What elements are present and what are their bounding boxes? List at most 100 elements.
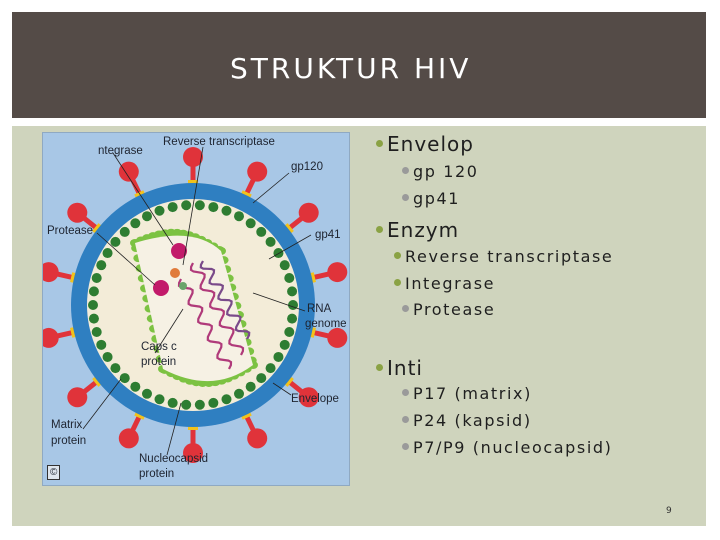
bullet-gp41: gp41: [402, 189, 460, 208]
label-nucleocapsid-line1: Nucleocapsid: [139, 453, 209, 465]
matrix-protein-dot: [221, 394, 232, 405]
bullet-p7-p9-label: P7/P9 (nucleocapsid): [413, 438, 613, 457]
matrix-protein-dot: [119, 373, 130, 384]
bullet-p17-label: P17 (matrix): [413, 384, 532, 403]
label-gp41: gp41: [315, 229, 341, 241]
label-rna-genome-line1: RNA: [307, 303, 332, 315]
bullet-p24: P24 (kapsid): [402, 411, 532, 430]
label-gp120: gp120: [291, 161, 323, 173]
bullet-envelop: Envelop: [376, 132, 474, 156]
gp120-knob: [247, 161, 268, 182]
integrase-molecule: [171, 243, 187, 259]
matrix-protein-dot: [288, 300, 298, 310]
matrix-protein-dot: [194, 399, 205, 410]
matrix-protein-dot: [91, 273, 102, 284]
capsid-core: [135, 235, 253, 382]
matrix-protein-dot: [110, 236, 121, 247]
copyright-mark: ©: [47, 465, 61, 480]
bullet-enzym-label: Enzym: [387, 218, 460, 242]
bullet-dot-icon: [402, 305, 409, 312]
label-capsid-line2: protein: [141, 356, 177, 368]
gp120-knob: [118, 161, 139, 182]
matrix-protein-dot: [221, 205, 232, 216]
bullet-p7-p9: P7/P9 (nucleocapsid): [402, 438, 612, 457]
slide-title: STRUKTUR HIV: [230, 52, 472, 85]
matrix-protein-dot: [88, 286, 99, 297]
bullet-reverse-transcriptase-label: Reverse transcriptase: [405, 247, 614, 266]
hiv-virion-illustration: [43, 146, 348, 463]
gp120-knob: [43, 327, 59, 348]
matrix-protein-dot: [154, 394, 165, 405]
gp120-knob: [118, 428, 139, 449]
bullet-dot-icon: [394, 252, 401, 259]
matrix-protein-dot: [287, 313, 298, 324]
gp120-knob: [43, 262, 59, 283]
matrix-protein-dot: [256, 226, 267, 237]
label-leader-lines: [82, 146, 312, 456]
matrix-protein-dot: [284, 326, 295, 337]
matrix-protein-dot: [110, 363, 121, 374]
rna-strand: [189, 262, 245, 356]
bullet-dot-icon: [376, 226, 383, 233]
bullet-dot-icon: [376, 364, 383, 371]
protease-molecule: [153, 280, 169, 296]
matrix-protein-dot: [130, 218, 141, 229]
matrix-protein-dot: [96, 339, 107, 350]
matrix-protein-dot: [245, 218, 256, 229]
matrix-protein-dot: [265, 363, 276, 374]
bullet-integrase-label: Integrase: [405, 274, 496, 293]
gp120-knob: [327, 262, 348, 283]
matrix-protein-dot: [245, 381, 256, 392]
rna-cap-molecule: [179, 282, 187, 290]
label-protease: Protease: [47, 225, 94, 237]
matrix-protein-dot: [130, 381, 141, 392]
gp120-knob: [183, 443, 203, 463]
label-nucleocapsid-line2: protein: [139, 468, 175, 480]
bullet-inti: Inti: [376, 356, 423, 380]
matrix-protein-dot: [194, 200, 205, 211]
bullet-envelop-label: Envelop: [387, 132, 474, 156]
bullet-gp120: gp 120: [402, 162, 479, 181]
bullet-reverse-transcriptase: Reverse transcriptase: [394, 247, 613, 266]
gp120-knob: [247, 428, 268, 449]
matrix-protein-dot: [208, 202, 219, 213]
gp120-knob: [298, 202, 319, 223]
gp120-knob: [183, 147, 203, 167]
bullet-protease: Protease: [402, 300, 495, 319]
gp120-knob: [327, 327, 348, 348]
gp120-knob: [67, 387, 88, 408]
matrix-protein-dot: [102, 248, 113, 259]
title-bar: [12, 12, 706, 118]
bullet-dot-icon: [402, 416, 409, 423]
matrix-protein-dot: [154, 205, 165, 216]
gp120-knob: [67, 202, 88, 223]
gp120-knob: [298, 387, 319, 408]
matrix-protein-dot: [96, 260, 107, 271]
bullet-gp120-label: gp 120: [413, 162, 479, 181]
hiv-structure-diagram: ntegrase Reverse transcriptase gp120 Pro…: [42, 132, 350, 486]
matrix-protein-dot: [141, 388, 152, 399]
matrix-protein-dot: [119, 226, 130, 237]
matrix-protein-dot: [256, 373, 267, 384]
rna-strand: [177, 278, 233, 370]
bullet-dot-icon: [402, 389, 409, 396]
matrix-protein-dot: [287, 286, 298, 297]
bullet-dot-icon: [394, 279, 401, 286]
label-reverse-transcriptase: Reverse transcriptase: [163, 136, 275, 148]
reverse-transcriptase-molecule: [170, 268, 180, 278]
bullet-dot-icon: [376, 140, 383, 147]
matrix-protein-dot: [273, 351, 284, 362]
matrix-protein-dot: [91, 326, 102, 337]
bullet-inti-label: Inti: [387, 356, 423, 380]
matrix-protein-dot: [141, 211, 152, 222]
label-matrix-line2: protein: [51, 435, 87, 447]
label-matrix-line1: Matrix: [51, 419, 83, 431]
matrix-protein-dot: [265, 236, 276, 247]
rna-strand: [199, 260, 251, 340]
matrix-protein-dot: [208, 397, 219, 408]
bullet-p17: P17 (matrix): [402, 384, 532, 403]
label-envelope: Envelope: [291, 393, 339, 405]
matrix-protein-dot: [181, 200, 192, 211]
matrix-protein-dot: [102, 351, 113, 362]
page-number: 9: [666, 506, 672, 516]
